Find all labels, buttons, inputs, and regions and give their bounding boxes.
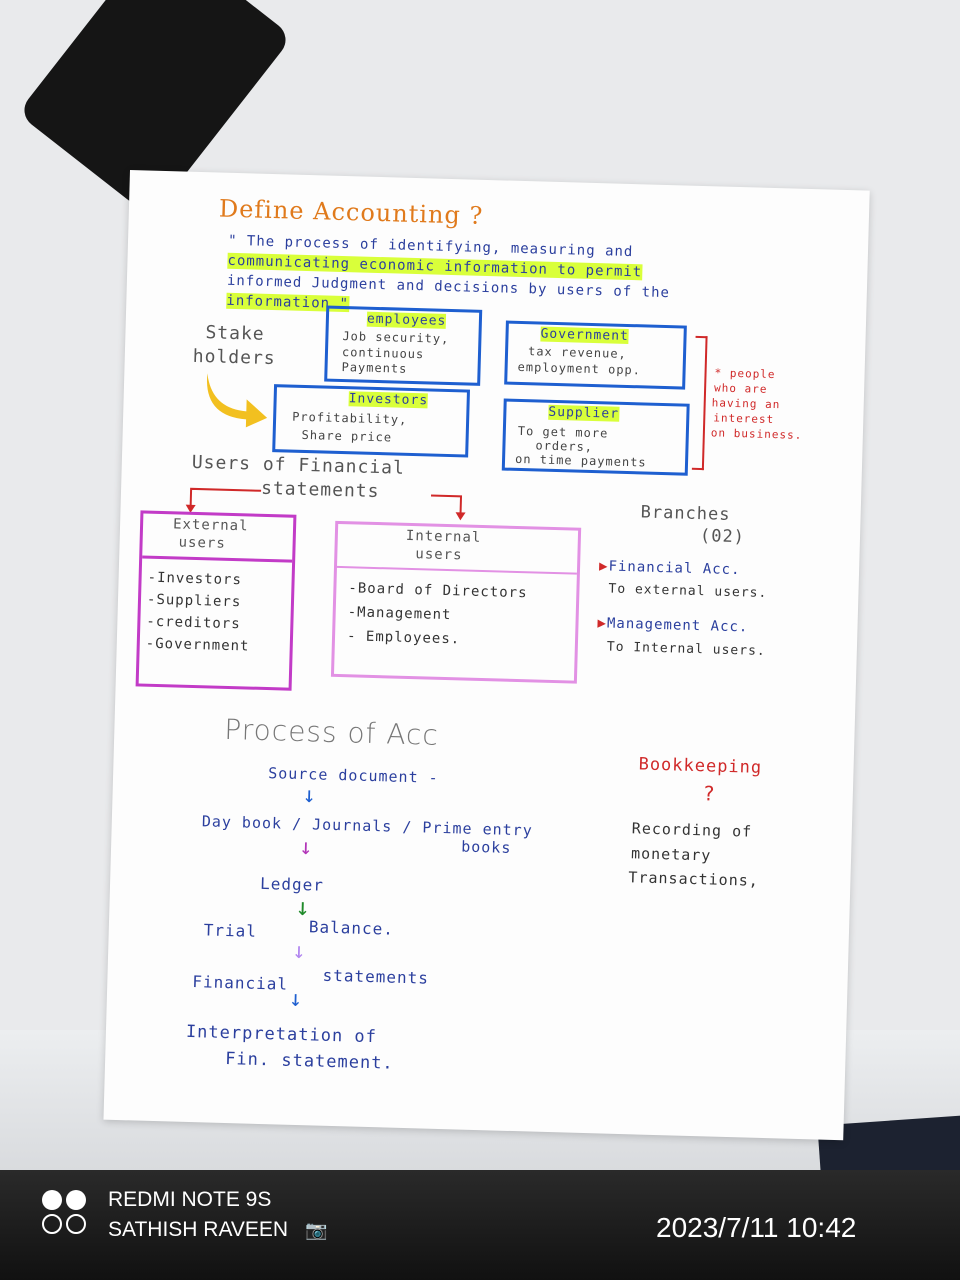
supplier-detail-3: on time payments [514, 451, 647, 470]
branches-title-1: Branches [640, 502, 731, 525]
process-step-trial: Trial [203, 920, 258, 941]
investors-title: Investors [348, 391, 429, 409]
arrow-down-icon: ↓ [302, 783, 318, 809]
bookkeeping-detail-1: Recording of [631, 819, 753, 841]
arrow-down-icon: ↓ [298, 834, 314, 861]
note-line-2: who are [713, 381, 768, 396]
camera-icon: 📷 [305, 1220, 328, 1240]
process-step-books: books [460, 837, 512, 857]
supplier-title: Supplier [548, 404, 620, 422]
users-split-arrows [185, 487, 466, 521]
external-item-4: -Government [145, 635, 250, 655]
internal-title-1: Internal [405, 527, 482, 546]
note-line-5: on business. [710, 426, 803, 442]
branch-1-detail: To external users. [608, 581, 768, 601]
camera-model: REDMI NOTE 9S [108, 1188, 272, 1211]
government-box: Government tax revenue, employment opp. [504, 320, 687, 390]
investors-box: Investors Profitability, Share price [272, 384, 471, 458]
process-step-statements: statements [322, 965, 430, 988]
internal-item-2: -Management [347, 604, 452, 624]
external-item-3: -creditors [146, 613, 241, 633]
note-line-4: interest [713, 411, 775, 427]
process-step-fin-statement: Fin. statement. [224, 1049, 394, 1074]
process-step-financial: Financial [192, 972, 289, 994]
notes-paper: Define Accounting ? " The process of ide… [103, 170, 870, 1141]
branch-2-detail: To Internal users. [606, 639, 766, 659]
page-title: Define Accounting ? [218, 194, 484, 230]
process-step-source: Source document - [267, 764, 439, 787]
process-step-balance: Balance. [308, 917, 395, 939]
yellow-arrow-icon [207, 373, 268, 428]
employees-detail-2: continuous [341, 344, 425, 362]
process-step-ledger: Ledger [259, 873, 325, 895]
supplier-detail-1: To get more [517, 423, 609, 441]
employees-title: employees [366, 311, 447, 329]
government-detail-1: tax revenue, [527, 344, 627, 361]
investors-detail-1: Profitability, [291, 409, 408, 427]
employees-detail-3: Payments [341, 359, 408, 376]
government-detail-2: employment opp. [517, 359, 642, 378]
bookkeeping-title: Bookkeeping [638, 754, 763, 778]
investors-detail-2: Share price [301, 427, 393, 445]
external-item-1: -Investors [147, 569, 243, 589]
arrow-down-icon: ↓ [291, 938, 307, 965]
external-title-1: External [172, 516, 249, 535]
internal-item-1: -Board of Directors [348, 580, 528, 602]
employees-box: employees Job security, continuous Payme… [324, 305, 483, 386]
bookkeeping-detail-2: monetary [630, 844, 712, 865]
photo-datetime: 2023/7/11 10:42 [656, 1212, 857, 1243]
external-item-2: -Suppliers [146, 591, 242, 611]
process-step-daybook: Day book / Journals / Prime entry [201, 812, 533, 840]
government-title: Government [540, 326, 630, 344]
branch-1-name: ▶Financial Acc. [598, 558, 741, 579]
branches-title-2: (02) [699, 526, 746, 548]
note-line-3: having an [711, 396, 781, 412]
internal-title-2: users [415, 546, 463, 564]
process-heading: Process of Acc [223, 712, 440, 752]
stakeholder-brace [691, 335, 708, 471]
camera-owner: SATHISH RAVEEN [108, 1218, 289, 1241]
external-divider [142, 555, 293, 563]
bottom-dark-area [0, 1170, 960, 1280]
employees-detail-1: Job security, [342, 328, 450, 346]
stakeholders-label-1: Stake [205, 322, 265, 345]
users-heading-1: Users of Financial [191, 451, 406, 479]
bookkeeping-question: ? [702, 781, 717, 806]
internal-users-box: Internal users -Board of Directors -Mana… [330, 520, 582, 684]
internal-item-3: - Employees. [346, 628, 461, 648]
note-line-1: * people [714, 366, 776, 382]
arrow-down-icon: ↓ [295, 892, 312, 922]
camera-logo-icon [42, 1190, 92, 1236]
stakeholders-label-2: holders [192, 345, 276, 370]
process-step-interpretation: Interpretation of [185, 1021, 378, 1048]
external-title-2: users [178, 534, 226, 552]
supplier-box: Supplier To get more orders, on time pay… [501, 398, 690, 476]
external-users-box: External users -Investors -Suppliers -cr… [135, 510, 297, 691]
internal-divider [336, 565, 577, 575]
branch-2-name: ▶Management Acc. [597, 615, 749, 636]
arrow-down-icon: ↓ [288, 986, 304, 1013]
bookkeeping-detail-3: Transactions, [628, 868, 760, 890]
